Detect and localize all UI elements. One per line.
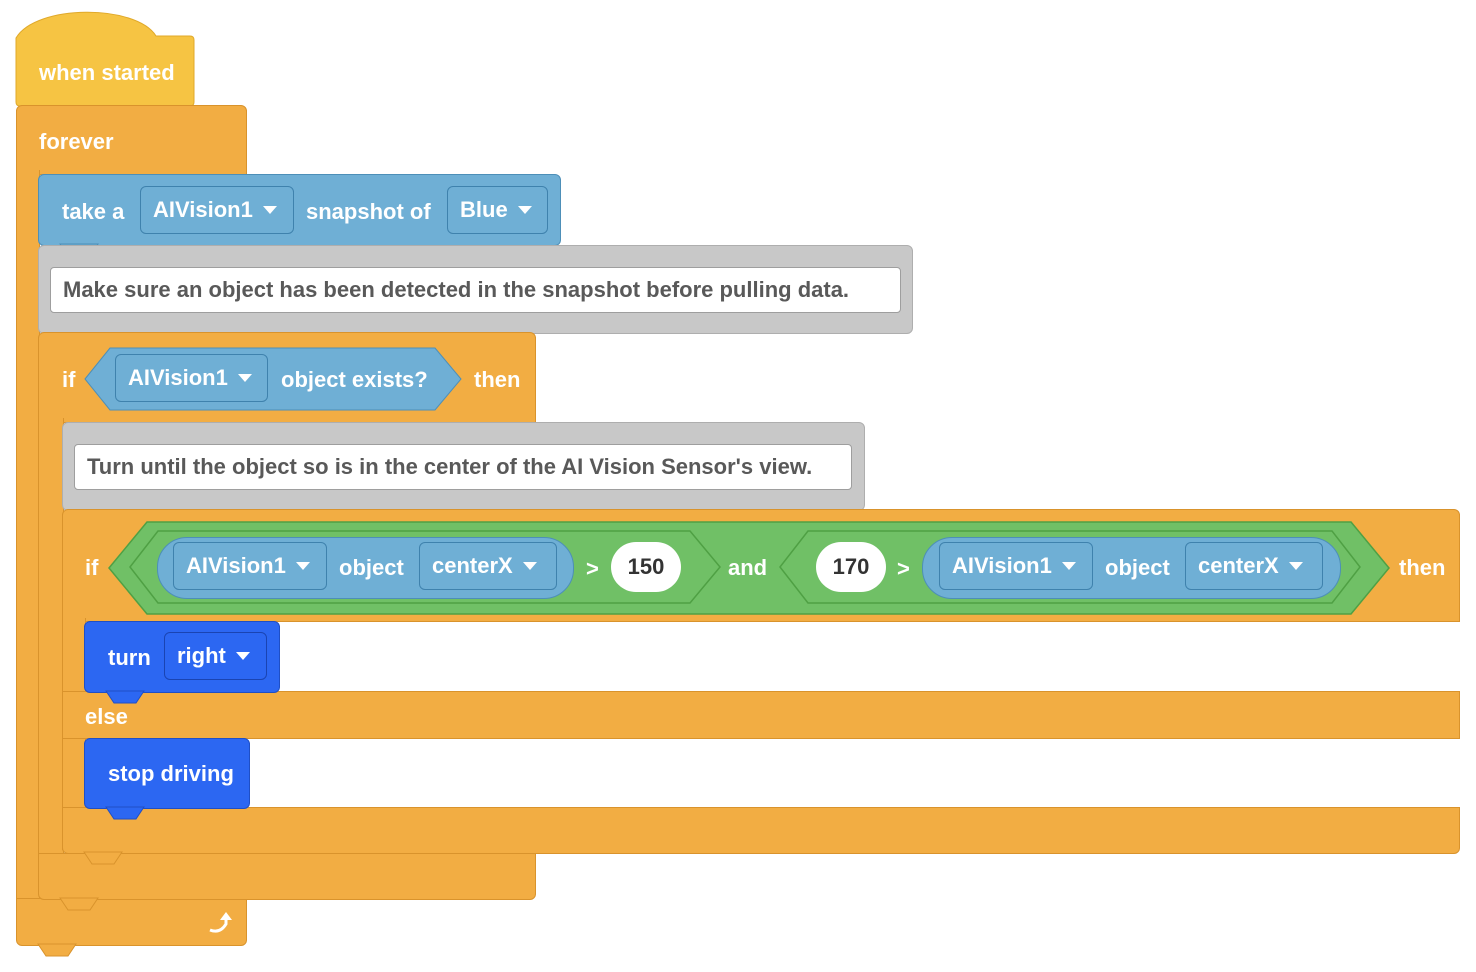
inner-then-label: then xyxy=(1399,555,1446,580)
outer-if-sensor-dropdown[interactable]: AIVision1 xyxy=(115,354,268,402)
outer-if-arm xyxy=(38,418,64,858)
right-object-label: object xyxy=(1105,555,1170,580)
snapshot-signature-value: Blue xyxy=(460,197,508,222)
right-property-value: centerX xyxy=(1198,553,1279,578)
outer-if-label: if xyxy=(62,367,76,392)
outer-if-bottom-notch xyxy=(59,897,99,911)
snapshot-middle-label: snapshot of xyxy=(306,199,431,224)
when-started-label: when started xyxy=(39,60,175,85)
forever-bottom-notch xyxy=(37,943,77,957)
object-exists-label: object exists? xyxy=(281,367,428,392)
inner-if-footer xyxy=(62,807,1460,854)
snapshot-sensor-value: AIVision1 xyxy=(153,197,253,222)
right-number-input[interactable]: 170 xyxy=(816,542,886,592)
stop-bottom-notch xyxy=(105,806,145,820)
right-sensor-dropdown[interactable]: AIVision1 xyxy=(939,542,1093,590)
snapshot-sensor-dropdown[interactable]: AIVision1 xyxy=(140,186,294,234)
left-greater-than-label: > xyxy=(586,556,599,581)
left-object-label: object xyxy=(339,555,404,580)
outer-then-label: then xyxy=(474,367,521,392)
loop-arrow-icon xyxy=(209,912,232,933)
forever-arm xyxy=(16,170,40,905)
turn-bottom-notch xyxy=(105,690,145,704)
turn-direction-value: right xyxy=(177,643,226,668)
inner-else-bar xyxy=(62,691,1460,739)
right-greater-than-label: > xyxy=(897,556,910,581)
stop-body xyxy=(84,738,250,809)
left-number-input[interactable]: 150 xyxy=(611,542,681,592)
else-label: else xyxy=(85,704,128,729)
snapshot-signature-dropdown[interactable]: Blue xyxy=(447,186,548,234)
left-property-dropdown[interactable]: centerX xyxy=(419,542,557,590)
chevron-down-icon xyxy=(1061,562,1076,570)
forever-label: forever xyxy=(39,129,114,154)
chevron-down-icon xyxy=(235,652,250,660)
chevron-down-icon xyxy=(262,206,277,214)
chevron-down-icon xyxy=(237,374,252,382)
inner-if-label: if xyxy=(85,555,99,580)
right-property-dropdown[interactable]: centerX xyxy=(1185,542,1323,590)
left-sensor-dropdown[interactable]: AIVision1 xyxy=(173,542,327,590)
snapshot-prefix-label: take a xyxy=(62,199,125,224)
chevron-down-icon xyxy=(517,206,532,214)
forever-footer xyxy=(16,898,247,946)
left-sensor-value: AIVision1 xyxy=(186,553,286,578)
comment-1-text[interactable]: Make sure an object has been detected in… xyxy=(50,267,901,313)
comment-2-text[interactable]: Turn until the object so is in the cente… xyxy=(74,444,852,490)
inner-if-bottom-notch xyxy=(83,851,123,865)
chevron-down-icon xyxy=(1288,562,1303,570)
chevron-down-icon xyxy=(522,562,537,570)
outer-if-sensor-value: AIVision1 xyxy=(128,365,228,390)
and-label: and xyxy=(728,555,768,580)
forever-header xyxy=(16,105,247,175)
turn-direction-dropdown[interactable]: right xyxy=(164,632,267,680)
left-property-value: centerX xyxy=(432,553,513,578)
turn-label: turn xyxy=(108,645,151,670)
chevron-down-icon xyxy=(295,562,310,570)
right-sensor-value: AIVision1 xyxy=(952,553,1052,578)
stop-driving-label: stop driving xyxy=(108,761,234,786)
